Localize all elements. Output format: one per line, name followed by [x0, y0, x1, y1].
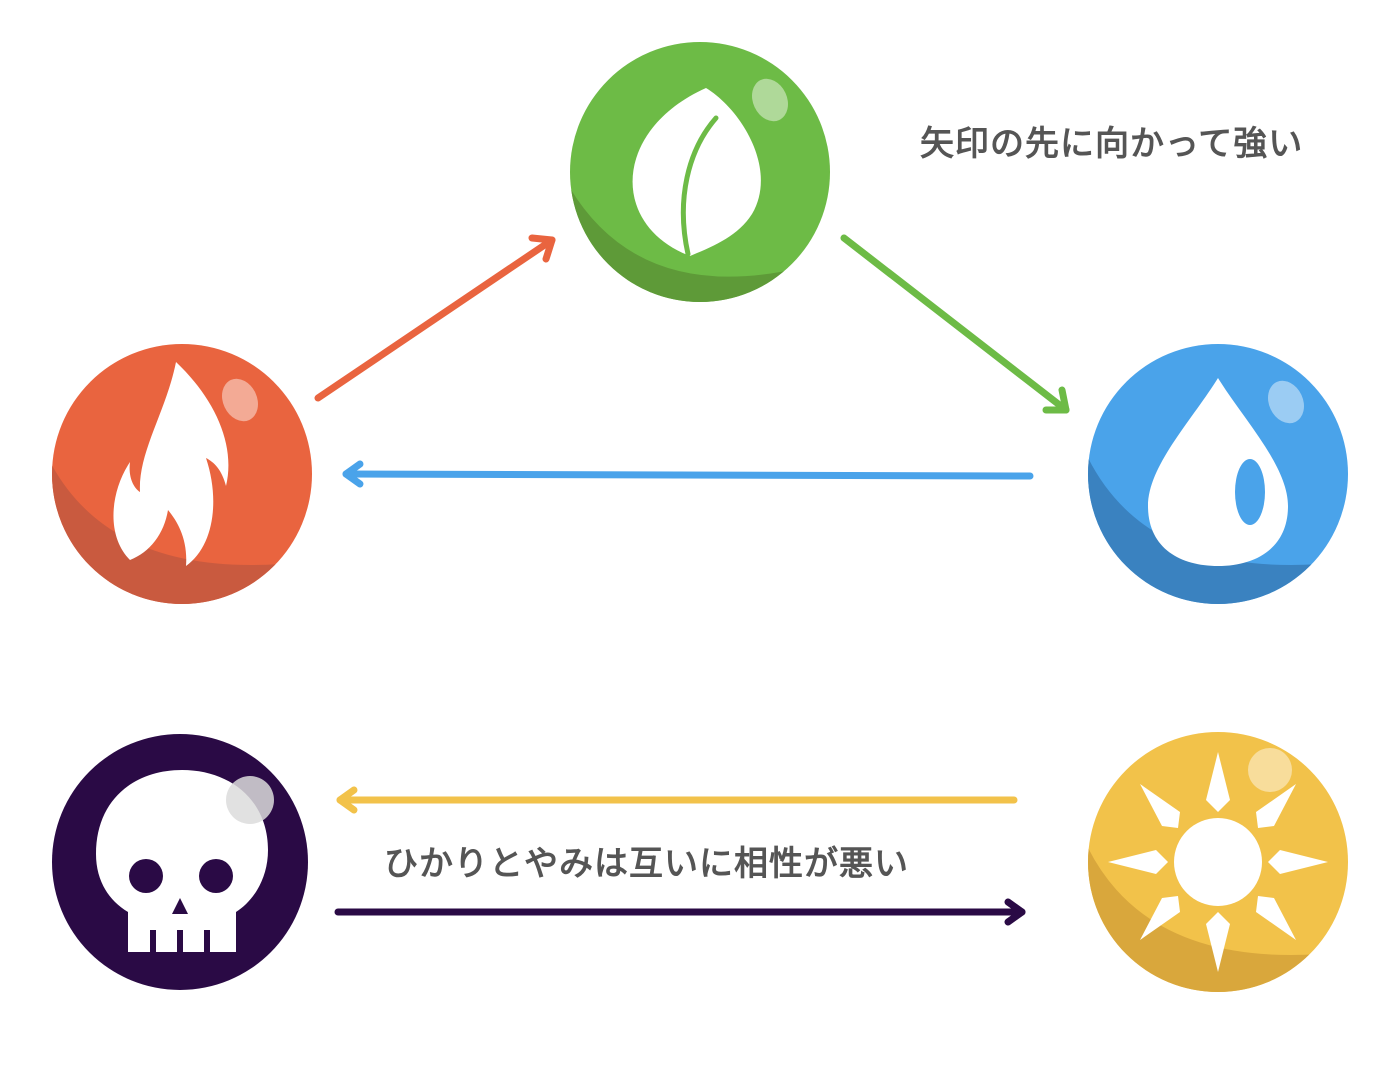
fire-badge [52, 344, 312, 604]
arrow-grass-to-water [840, 234, 1070, 414]
arrow-dark-to-light [334, 898, 1026, 926]
arrow-water-to-fire [342, 460, 1034, 488]
light-badge [1088, 732, 1348, 992]
grass-badge [570, 42, 830, 302]
leaf-icon [632, 88, 761, 257]
flame-icon [113, 362, 229, 566]
sun-icon [1108, 752, 1328, 972]
arrow-light-to-dark [336, 786, 1018, 814]
caption-strong-direction: 矢印の先に向かって強い [920, 124, 1304, 164]
skull-icon [96, 770, 268, 954]
dark-badge [52, 734, 308, 990]
water-drop-icon [1148, 378, 1288, 566]
arrow-fire-to-grass [314, 234, 556, 402]
caption-light-dark: ひかりとやみは互いに相性が悪い [384, 844, 909, 884]
water-badge [1088, 344, 1348, 604]
